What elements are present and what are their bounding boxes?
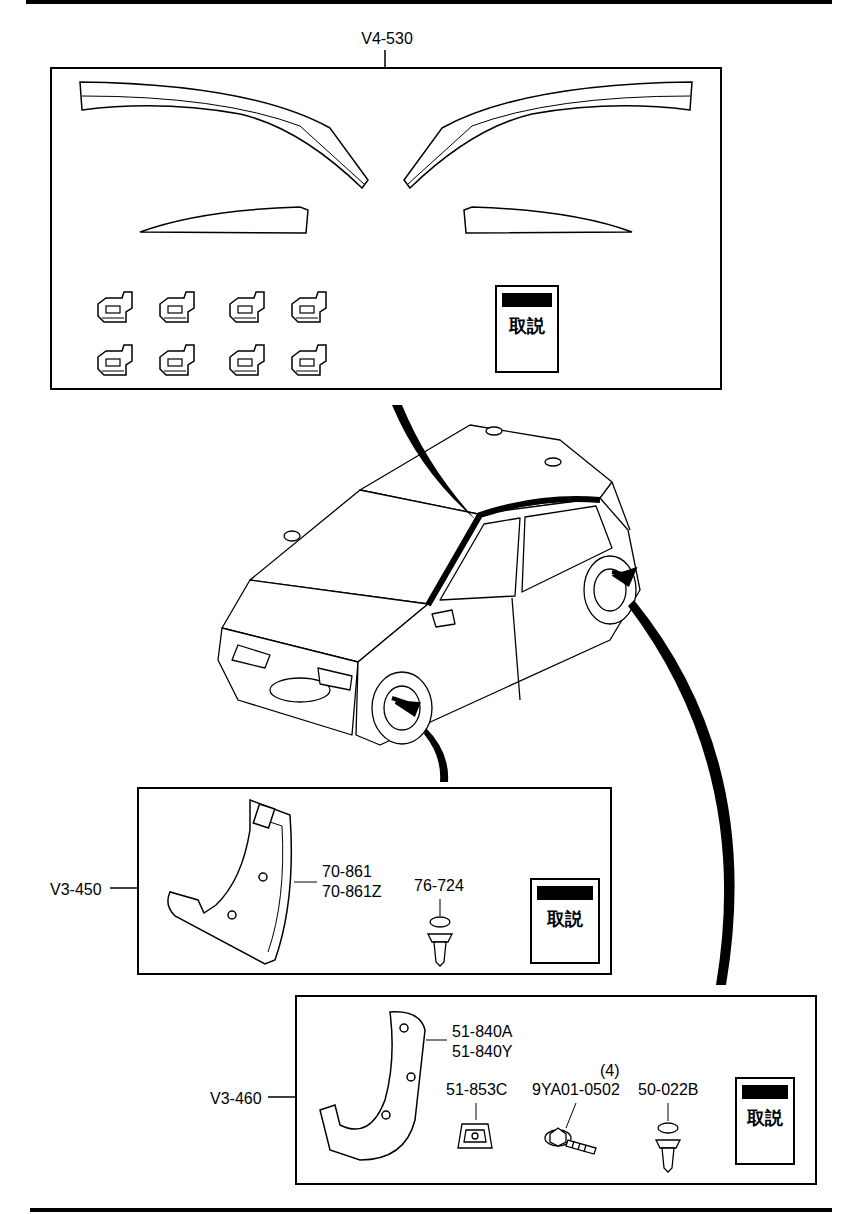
callout-curve	[424, 728, 448, 782]
top-rule	[26, 0, 832, 4]
sheet-title: 取説	[737, 1107, 793, 1129]
callout-curve	[628, 600, 735, 985]
kit-panel: V4-530取説	[50, 67, 722, 390]
leader-line	[294, 882, 317, 883]
bolt	[545, 1128, 596, 1154]
part-number: 51-840A	[452, 1022, 513, 1042]
leader-line	[268, 1096, 295, 1098]
bottom-rule	[30, 1208, 832, 1212]
leader-line	[566, 1103, 576, 1128]
mud-flap	[320, 1012, 425, 1160]
leader-line	[668, 1103, 669, 1121]
part-number: (4)	[600, 1061, 620, 1081]
visor-clip	[98, 292, 326, 375]
kit-panel: V3-450取説	[137, 787, 612, 975]
sheet-bar	[742, 1085, 788, 1099]
sheet-title: 取説	[532, 908, 598, 930]
manual-sheet: 取説	[530, 878, 600, 964]
arrow-mark	[612, 570, 634, 584]
door-visor	[80, 82, 692, 233]
part-number: 51-853C	[446, 1080, 507, 1100]
kit-number: V3-460	[210, 1089, 262, 1109]
kit-number: V3-450	[50, 880, 102, 900]
sheet-bar	[537, 886, 593, 900]
leader-line	[476, 1103, 477, 1120]
manual-sheet: 取説	[735, 1077, 795, 1165]
mud-flap	[168, 800, 291, 964]
part-number: 70-861	[322, 862, 372, 882]
callout-curve	[392, 405, 476, 520]
part-number: 76-724	[414, 876, 464, 896]
arrow-mark	[392, 698, 418, 714]
leader-line	[110, 887, 137, 889]
manual-sheet: 取説	[495, 285, 559, 373]
kit-number: V4-530	[361, 29, 413, 49]
nut-clip	[458, 1124, 492, 1148]
sheet-bar	[502, 293, 552, 307]
part-number: 70-861Z	[322, 882, 382, 902]
part-number: 50-022B	[638, 1080, 699, 1100]
visor-mark	[428, 499, 600, 605]
part-number: 9YA01-0502	[532, 1080, 620, 1100]
part-number: 51-840Y	[452, 1042, 513, 1062]
leader-line	[440, 899, 441, 916]
push-clip	[656, 1123, 680, 1172]
leader-line	[426, 1040, 447, 1041]
leader-line	[384, 50, 386, 67]
push-clip	[428, 917, 452, 966]
sheet-title: 取説	[497, 315, 557, 337]
car-illustration	[218, 425, 640, 745]
